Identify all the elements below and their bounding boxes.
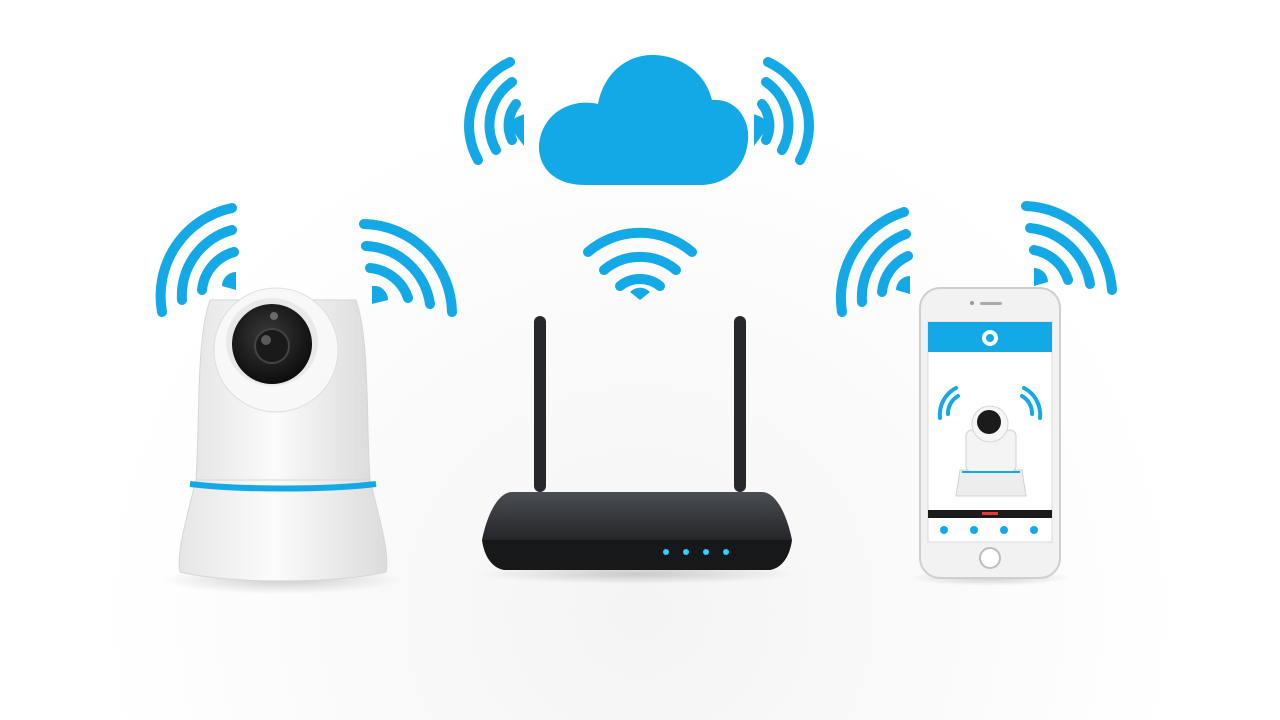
phone-screen-toolbar (940, 526, 1038, 534)
cloud-icon (538, 55, 749, 185)
phone-screen-wifi-icon (937, 386, 1043, 420)
cloud-wifi-left-icon (464, 57, 524, 165)
phone-screen-camera-icon (955, 405, 1027, 497)
security-camera-icon (162, 287, 402, 594)
phone-wifi-left-icon (835, 207, 913, 317)
phone-wifi-right-icon (1021, 201, 1117, 295)
cloud-wifi-right-icon (754, 57, 814, 165)
router-wifi-icon (583, 227, 697, 300)
camera-wifi-right-icon (359, 219, 457, 317)
smartphone-icon (910, 287, 1070, 586)
router-icon (477, 316, 797, 584)
camera-wifi-left-icon (155, 203, 239, 317)
